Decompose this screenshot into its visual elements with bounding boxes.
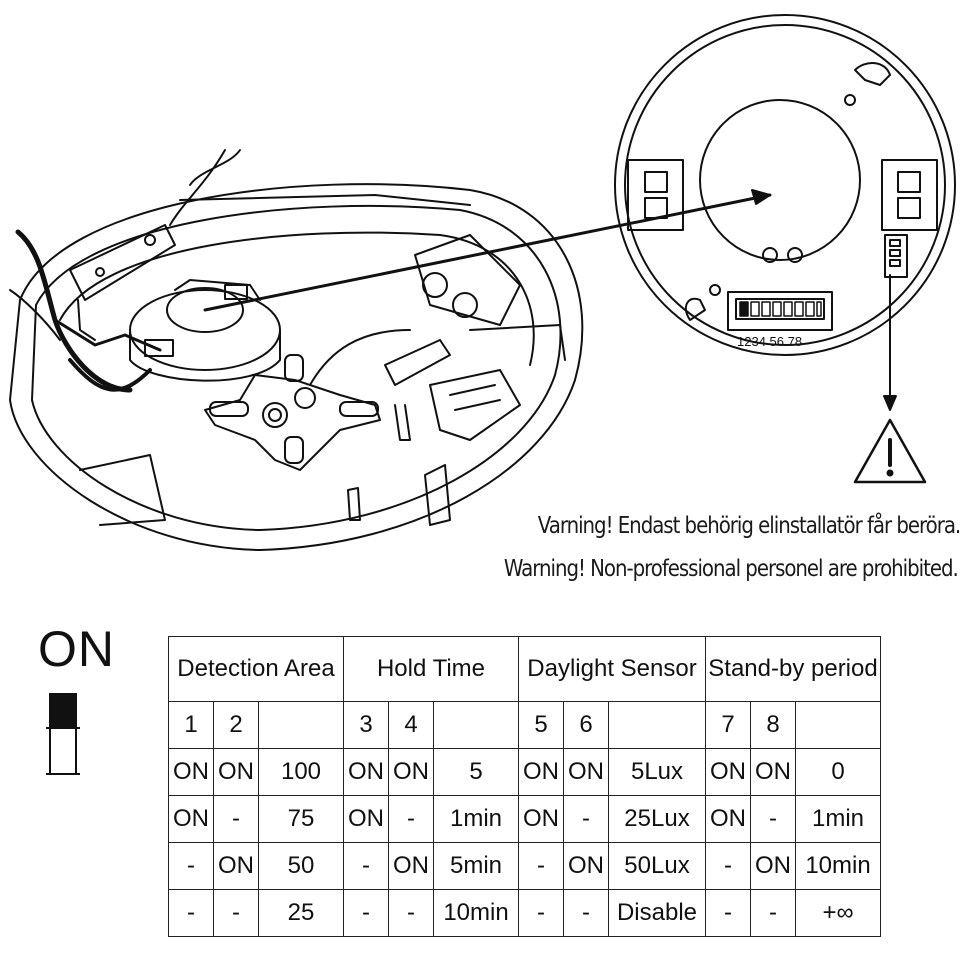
sensor-installation-diagram: 1234 56 78 [9,14,956,551]
switch-state-cell: ON [388,748,434,796]
on-label: ON [38,621,115,677]
switch-number: 8 [750,701,796,749]
switch-state-cell: - [518,889,564,937]
setting-value-cell: 25Lux [608,795,706,843]
switch-number: 2 [213,701,259,749]
group-title: Detection Area [168,636,344,702]
table-row: --25--10min--Disable--+∞ [168,889,881,937]
switch-state-cell: - [343,889,389,937]
pointer-arrow [203,189,772,312]
switch-number: 6 [563,701,609,749]
setting-value-cell: 75 [258,795,344,843]
setting-value-cell: 5min [433,842,519,890]
table-header-row: Detection Area Hold Time Daylight Sensor… [168,636,881,702]
setting-value-cell: 1min [433,795,519,843]
switch-number: 5 [518,701,564,749]
dip-settings-table: Detection Area Hold Time Daylight Sensor… [168,636,881,937]
terminal-block [79,234,566,526]
switch-state-cell: - [213,889,259,937]
empty-cell [258,701,344,749]
switch-state-cell: - [705,889,751,937]
setting-value-cell: 25 [258,889,344,937]
switch-number: 1 [168,701,214,749]
switch-state-cell: ON [518,795,564,843]
switch-state-cell: - [168,889,214,937]
sensor-module [129,279,281,382]
power-cable [9,229,162,393]
switch-state-cell: - [750,889,796,937]
switch-state-cell: ON [168,795,214,843]
switch-state-cell: - [705,842,751,890]
setting-value-cell: 10min [433,889,519,937]
warning-text-english: Warning! Non-professional personel are p… [504,556,959,582]
setting-value-cell: 5 [433,748,519,796]
setting-value-cell: 5Lux [608,748,706,796]
setting-value-cell: Disable [608,889,706,937]
setting-value-cell: 100 [258,748,344,796]
empty-cell [795,701,881,749]
switch-state-cell: ON [563,748,609,796]
switch-number-row: 1 2 3 4 5 6 7 8 [168,701,881,749]
switch-state-cell: - [750,795,796,843]
switch-number: 3 [343,701,389,749]
mounting-bracket [69,224,176,341]
switch-state-cell: - [388,795,434,843]
switch-state-cell: - [388,889,434,937]
switch-state-cell: ON [213,748,259,796]
setting-value-cell: 1min [795,795,881,843]
switch-number: 7 [705,701,751,749]
dip-switch-on-icon [46,693,80,775]
sensor-detail-view: 1234 56 78 [614,14,956,411]
switch-state-cell: - [518,842,564,890]
setting-value-cell: 50Lux [608,842,706,890]
switch-state-cell: ON [750,842,796,890]
setting-value-cell: 50 [258,842,344,890]
switch-state-cell: ON [213,842,259,890]
setting-value-cell: 10min [795,842,881,890]
switch-state-cell: ON [563,842,609,890]
switch-number: 4 [388,701,434,749]
switch-state-cell: - [563,795,609,843]
switch-state-cell: ON [705,748,751,796]
setting-value-cell: +∞ [795,889,881,937]
switch-state-cell: - [343,842,389,890]
dip-switch-numbers: 1234 56 78 [737,334,802,349]
mount-plate [204,329,411,471]
switch-state-cell: - [168,842,214,890]
switch-state-cell: ON [343,748,389,796]
group-title: Daylight Sensor [518,636,706,702]
warning-text-swedish: Varning! Endast behörig elinstallatör få… [537,513,961,539]
switch-state-cell: ON [750,748,796,796]
switch-state-cell: ON [518,748,564,796]
switch-state-cell: ON [705,795,751,843]
switch-state-cell: - [563,889,609,937]
setting-value-cell: 0 [795,748,881,796]
switch-state-cell: ON [343,795,389,843]
group-title: Hold Time [343,636,519,702]
empty-cell [433,701,519,749]
sensor-housing [9,149,584,551]
group-title: Stand-by period [705,636,881,702]
switch-state-cell: ON [168,748,214,796]
switch-state-cell: ON [388,842,434,890]
switch-state-cell: - [213,795,259,843]
empty-cell [608,701,706,749]
warning-icon [853,418,927,484]
